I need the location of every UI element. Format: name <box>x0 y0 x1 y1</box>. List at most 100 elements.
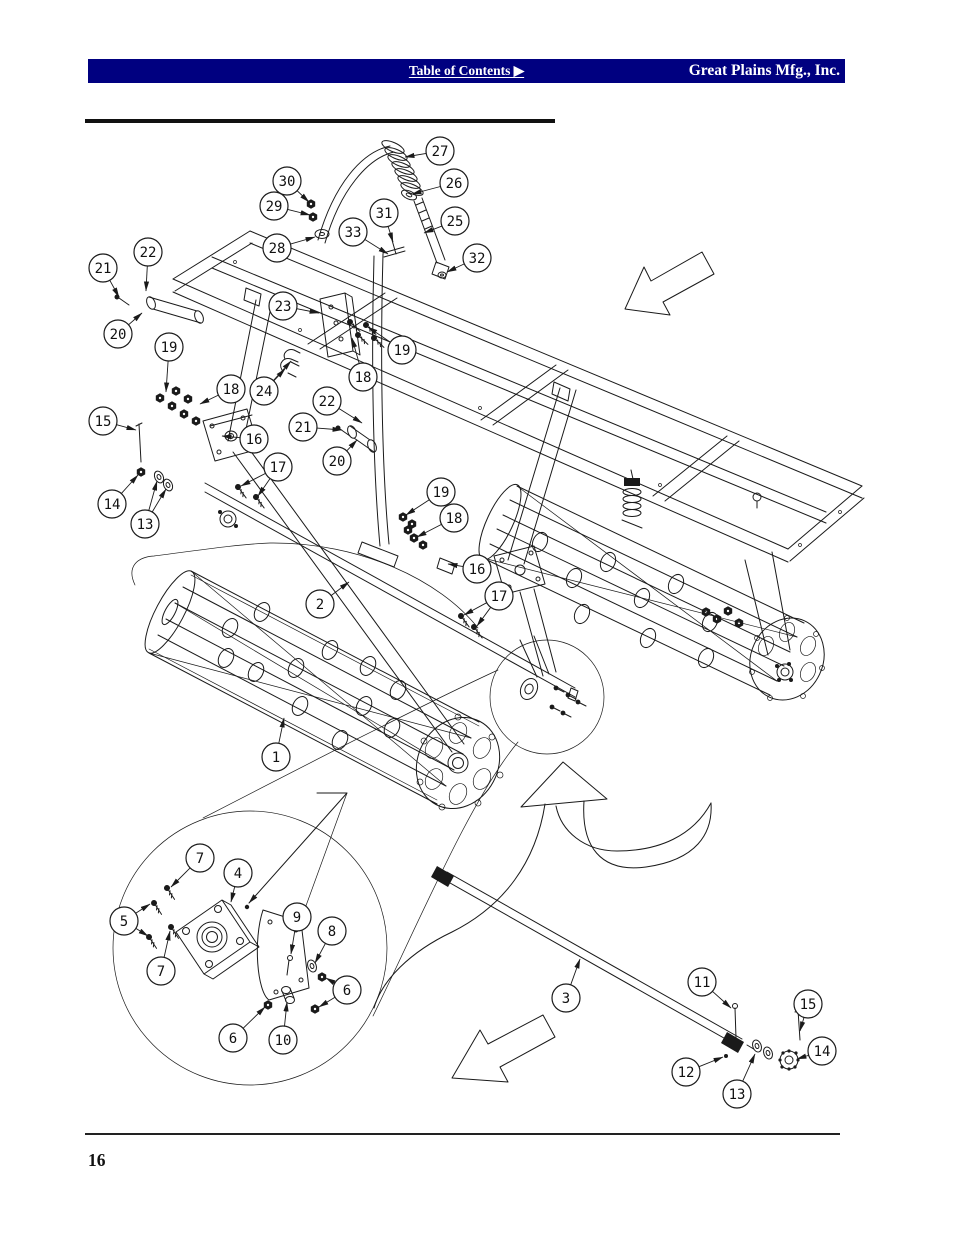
section-rule <box>85 119 555 123</box>
zoom-arrow <box>373 761 712 1009</box>
callout-17: 17 <box>240 452 293 497</box>
svg-text:19: 19 <box>433 485 450 501</box>
callout-20: 20 <box>103 312 143 349</box>
svg-text:18: 18 <box>223 382 240 398</box>
table-of-contents-link[interactable]: Table of Contents ▶ <box>408 63 525 78</box>
callout-12: 12 <box>671 1056 724 1087</box>
svg-text:21: 21 <box>95 261 112 277</box>
svg-text:20: 20 <box>329 454 346 470</box>
svg-text:10: 10 <box>275 1033 292 1049</box>
callout-30: 30 <box>272 166 310 203</box>
svg-text:33: 33 <box>345 225 362 241</box>
svg-text:11: 11 <box>694 975 711 991</box>
callout-26: 26 <box>411 168 469 198</box>
page-number: 16 <box>88 1150 106 1170</box>
svg-text:7: 7 <box>157 964 165 980</box>
callout-18: 18 <box>416 503 469 538</box>
svg-text:24: 24 <box>256 384 273 400</box>
callout-24: 24 <box>249 360 292 406</box>
callout-21: 21 <box>288 412 343 442</box>
footer-rule <box>85 1133 840 1135</box>
callout-8: 8 <box>314 916 347 964</box>
grease-note: Grease Zerk Toward Back <box>248 792 348 915</box>
svg-text:26: 26 <box>446 176 463 192</box>
svg-text:27: 27 <box>432 144 449 160</box>
svg-text:16: 16 <box>469 562 486 578</box>
axle-end-hardware <box>724 1003 802 1071</box>
header-bar: Table of Contents ▶ Great Plains Mfg., I… <box>88 59 845 83</box>
svg-text:6: 6 <box>229 1031 237 1047</box>
svg-text:18: 18 <box>446 511 463 527</box>
magnifier-circle <box>112 810 388 1086</box>
parts-drawing: TRAVEL FRONT Grease Zerk Toward Back <box>112 140 865 1086</box>
callout-17: 17 <box>463 581 514 627</box>
svg-text:21: 21 <box>295 420 312 436</box>
travel-arrow: TRAVEL <box>624 251 715 316</box>
svg-text:18: 18 <box>355 370 372 386</box>
callout-2: 2 <box>305 581 350 619</box>
svg-text:22: 22 <box>140 245 157 261</box>
callout-7: 7 <box>170 843 215 888</box>
svg-text:14: 14 <box>814 1044 831 1060</box>
callout-4: 4 <box>223 858 253 903</box>
callout-9: 9 <box>282 902 312 955</box>
svg-text:31: 31 <box>376 206 393 222</box>
callout-7: 7 <box>146 930 176 986</box>
svg-text:15: 15 <box>800 997 817 1013</box>
callout-18: 18 <box>199 374 246 405</box>
callout-25: 25 <box>423 206 470 236</box>
callout-14: 14 <box>796 1036 837 1066</box>
svg-text:13: 13 <box>137 517 154 533</box>
callout-10: 10 <box>268 1001 298 1055</box>
callout-6: 6 <box>218 1006 266 1053</box>
frame-drawing <box>172 230 865 563</box>
callout-20: 20 <box>322 439 358 476</box>
svg-text:22: 22 <box>319 394 336 410</box>
svg-text:9: 9 <box>293 910 301 926</box>
callout-19: 19 <box>405 477 456 516</box>
callout-31: 31 <box>369 198 399 243</box>
callout-3: 3 <box>551 958 581 1013</box>
callout-6: 6 <box>318 975 362 1008</box>
svg-text:25: 25 <box>447 214 464 230</box>
callout-16: 16 <box>221 424 269 454</box>
callout-15: 15 <box>88 406 137 436</box>
svg-text:17: 17 <box>270 460 287 476</box>
svg-text:7: 7 <box>196 851 204 867</box>
svg-text:32: 32 <box>469 251 486 267</box>
svg-text:12: 12 <box>678 1065 695 1081</box>
svg-text:28: 28 <box>269 241 286 257</box>
callout-27: 27 <box>404 136 455 166</box>
left-roller <box>144 570 504 811</box>
callout-13: 13 <box>722 1053 756 1109</box>
svg-text:8: 8 <box>328 924 336 940</box>
callout-11: 11 <box>687 967 732 1009</box>
axle-rod <box>431 866 758 1053</box>
front-arrow: FRONT <box>451 1014 556 1083</box>
callout-13: 13 <box>130 480 167 539</box>
svg-text:19: 19 <box>394 343 411 359</box>
callout-28: 28 <box>262 233 316 263</box>
svg-text:23: 23 <box>275 299 292 315</box>
callout-14: 14 <box>97 474 139 519</box>
svg-text:3: 3 <box>562 991 570 1007</box>
svg-text:15: 15 <box>95 414 112 430</box>
callout-29: 29 <box>259 191 311 221</box>
svg-text:6: 6 <box>343 983 351 999</box>
svg-text:1: 1 <box>272 750 280 766</box>
brand-title: Great Plains Mfg., Inc. <box>688 62 840 79</box>
svg-text:5: 5 <box>120 914 128 930</box>
detail-circle <box>131 542 605 1017</box>
toc-link-wrap: Table of Contents ▶ <box>88 59 845 83</box>
svg-text:29: 29 <box>266 199 283 215</box>
svg-text:16: 16 <box>246 432 263 448</box>
callout-33: 33 <box>338 217 389 255</box>
callout-23: 23 <box>268 291 320 321</box>
svg-text:14: 14 <box>104 497 121 513</box>
callout-1: 1 <box>261 717 291 772</box>
callout-32: 32 <box>446 243 492 273</box>
callout-19: 19 <box>154 332 184 393</box>
